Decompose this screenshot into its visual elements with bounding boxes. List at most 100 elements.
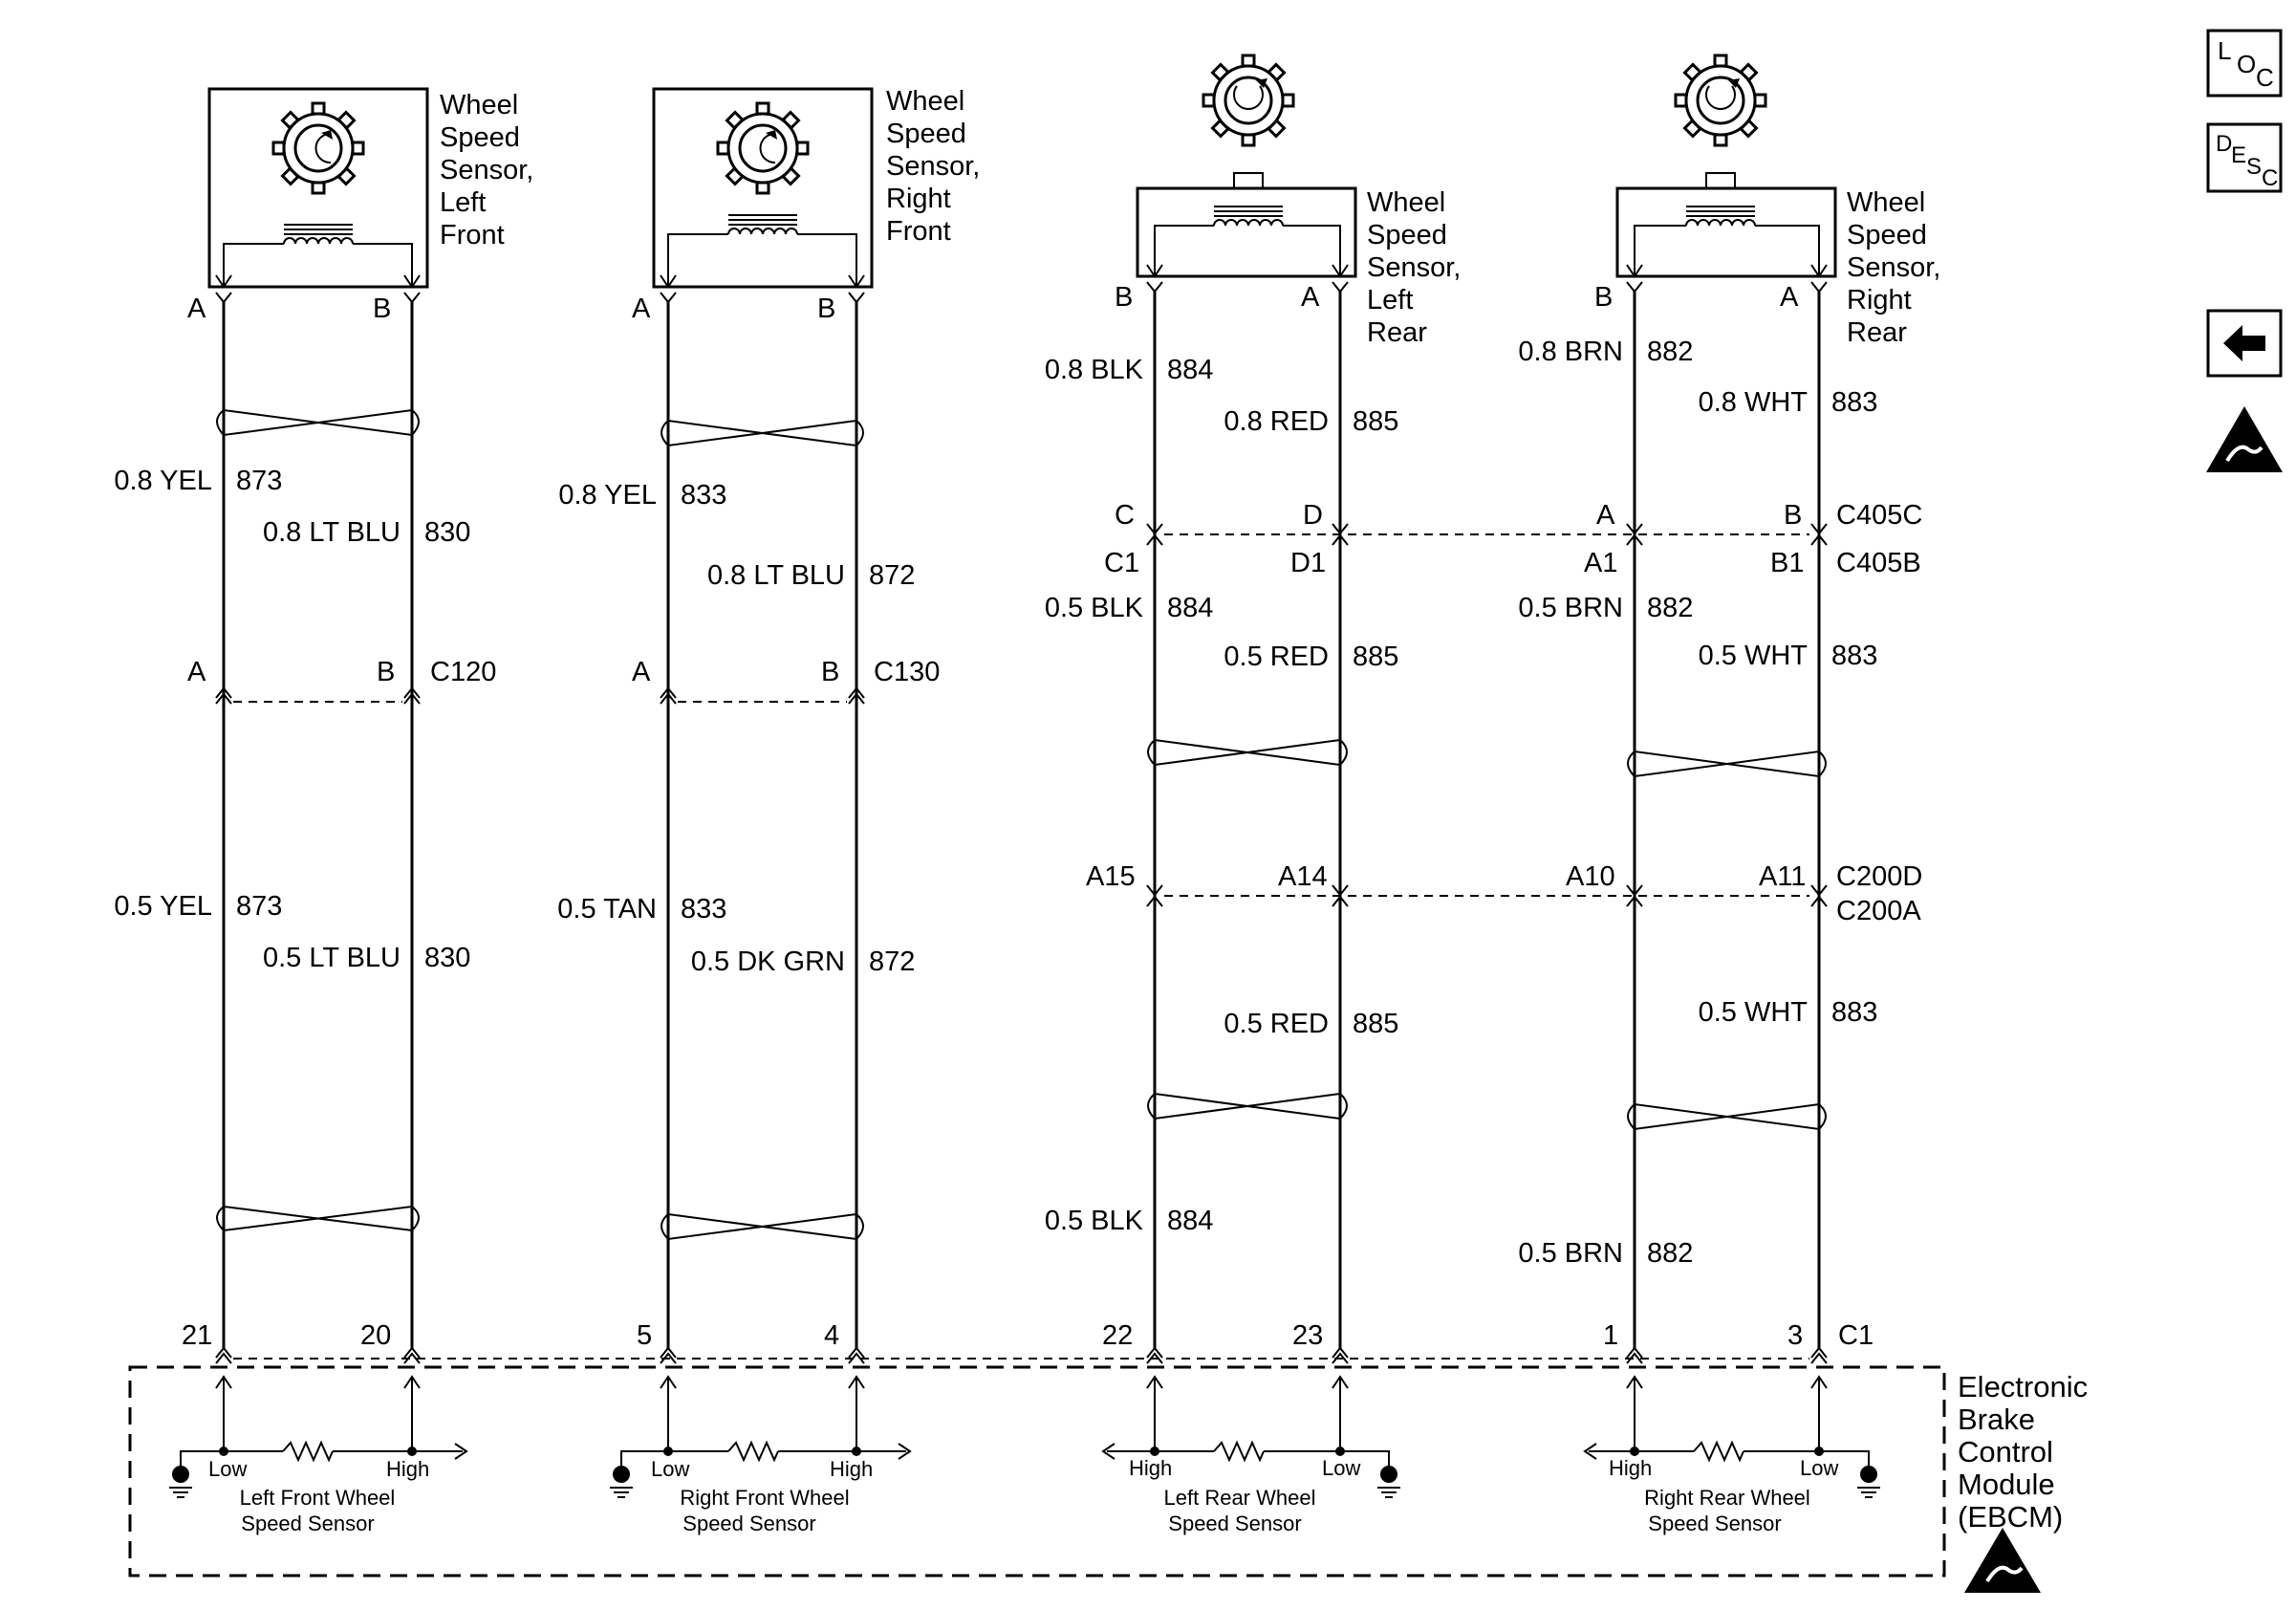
pin-label: A	[1596, 500, 1615, 531]
pin-label: A	[1780, 282, 1799, 313]
wire-circuit: 884	[1167, 1206, 1213, 1236]
pin-label: B	[1115, 282, 1133, 313]
pin-label: B	[1784, 500, 1802, 531]
wire-gauge-color: 0.5 DK GRN	[691, 946, 845, 977]
sensor-name-line: Sensor,	[1847, 252, 1940, 283]
loc-letter: C	[2256, 63, 2274, 92]
wire-circuit: 883	[1831, 997, 1877, 1028]
low-label: Low	[208, 1457, 247, 1481]
wire-gauge-color: 0.5 BLK	[1045, 1206, 1144, 1236]
pin-label: A	[187, 294, 206, 324]
pin-label: A1	[1584, 548, 1617, 578]
sensor-left-rear: Wheel Speed Sensor, Left Rear B A	[1115, 54, 1461, 348]
ebcm-circuit-right-rear: High Low Right Rear Wheel Speed Sensor	[1583, 1375, 1880, 1535]
pin-label: B	[377, 657, 395, 687]
pin-label: 3	[1787, 1320, 1803, 1351]
desc-letter: E	[2231, 142, 2246, 168]
wire-circuit: 882	[1647, 593, 1693, 623]
wire-labels: 0.8 YEL 873 0.8 LT BLU 830 0.5 YEL 873 0…	[114, 337, 1877, 1269]
sensor-name-line: Front	[886, 216, 951, 247]
sensor-name-line: Front	[440, 220, 505, 250]
pin-label: D	[1303, 500, 1323, 531]
wire-circuit: 872	[869, 946, 915, 977]
wire-gauge-color: 0.8 WHT	[1699, 387, 1809, 418]
module-name-line: Control	[1958, 1435, 2053, 1469]
low-label: Low	[1800, 1456, 1838, 1480]
pin-label: B	[821, 657, 839, 687]
esd-warning-icon	[2206, 406, 2283, 472]
high-label: High	[1129, 1456, 1172, 1480]
pin-label: A	[187, 657, 206, 687]
wire-circuit: 885	[1353, 642, 1398, 672]
wire-circuit: 873	[236, 466, 282, 496]
sensor-name-line: Rear	[1847, 317, 1907, 348]
wire-circuit: 882	[1647, 1238, 1693, 1269]
module-name-line: Module	[1958, 1468, 2055, 1501]
pin-label: A11	[1759, 861, 1806, 892]
sensor-name-line: Sensor,	[886, 151, 980, 182]
sensor-name-line: Wheel	[886, 86, 964, 117]
pin-label: A	[632, 294, 651, 324]
pin-label: A	[1301, 282, 1320, 313]
wire-gauge-color: 0.5 WHT	[1699, 997, 1809, 1028]
loc-letter: L	[2218, 36, 2231, 65]
loc-button[interactable]: L O C	[2206, 29, 2283, 98]
desc-letter: D	[2216, 131, 2232, 157]
connector-c405: C D A B C405C C1 D1 A1 B1 C405B	[1104, 500, 1922, 578]
sensor-name-line: Speed	[1847, 220, 1927, 250]
sensor-name-line: Right	[886, 184, 951, 214]
pin-label: 1	[1603, 1320, 1618, 1351]
wire-gauge-color: 0.5 BRN	[1518, 1238, 1623, 1269]
pin-label: B	[1594, 282, 1613, 313]
wire-gauge-color: 0.8 YEL	[114, 466, 212, 496]
sensor-name-line: Sensor,	[1367, 252, 1461, 283]
sensor-name-line: Speed	[886, 119, 966, 149]
sensor-name-line: Speed	[1367, 220, 1447, 250]
sensor-name-line: Sensor,	[440, 155, 533, 185]
desc-letter: S	[2246, 154, 2262, 180]
module-name-line: (EBCM)	[1958, 1500, 2063, 1534]
pin-label: B	[373, 294, 391, 324]
pin-label: 21	[182, 1320, 212, 1351]
wire-gauge-color: 0.5 TAN	[557, 894, 657, 925]
pin-label: D1	[1290, 548, 1326, 578]
wire-circuit: 873	[236, 891, 282, 922]
wire-gauge-color: 0.8 BRN	[1518, 337, 1623, 367]
connector-ebcm-c1: 21 20 5 4 22 23 1 3 C1	[182, 1320, 1874, 1364]
pin-label: A	[632, 657, 651, 687]
pin-label: 23	[1292, 1320, 1323, 1351]
sensor-name-line: Wheel	[1847, 187, 1925, 218]
high-label: High	[1609, 1456, 1652, 1480]
wire-gauge-color: 0.8 YEL	[558, 480, 657, 511]
back-button[interactable]	[2206, 309, 2283, 378]
connector-c200: A15 A14 A10 A11 C200D C200A	[1086, 861, 1922, 926]
wire-circuit: 883	[1831, 387, 1877, 418]
desc-button[interactable]: D E S C	[2206, 122, 2283, 193]
wire-lines	[222, 290, 1821, 1350]
sensor-right-rear: Wheel Speed Sensor, Right Rear B A	[1594, 54, 1940, 348]
pin-label: 4	[824, 1320, 839, 1351]
wire-gauge-color: 0.5 BRN	[1518, 593, 1623, 623]
pin-label: A10	[1566, 861, 1615, 892]
wire-circuit: 872	[869, 560, 915, 591]
circuit-title-line: Speed Sensor	[241, 1512, 374, 1535]
wire-gauge-color: 0.5 RED	[1224, 642, 1329, 672]
wire-circuit: 884	[1167, 593, 1213, 623]
sensor-name-line: Right	[1847, 285, 1912, 315]
twisted-pair-symbols	[216, 408, 1827, 1241]
wire-circuit: 830	[424, 517, 470, 548]
pin-label: A15	[1086, 861, 1136, 892]
connector-name: C200D	[1836, 861, 1922, 892]
desc-letter: C	[2262, 165, 2278, 191]
sensor-name-line: Left	[1367, 285, 1413, 315]
wire-circuit: 882	[1647, 337, 1693, 367]
wire-gauge-color: 0.8 LT BLU	[263, 517, 401, 548]
pin-label: 22	[1102, 1320, 1133, 1351]
sensor-left-front: Wheel Speed Sensor, Left Front A B	[187, 87, 533, 324]
pin-label: 5	[637, 1320, 652, 1351]
ebcm-circuit-left-front: Low High Left Front Wheel Speed Sensor	[169, 1375, 468, 1535]
wire-circuit: 833	[681, 480, 726, 511]
connector-name: C405B	[1836, 548, 1921, 578]
circuit-title-line: Right Rear Wheel	[1644, 1486, 1810, 1510]
connector-name: C405C	[1836, 500, 1922, 531]
